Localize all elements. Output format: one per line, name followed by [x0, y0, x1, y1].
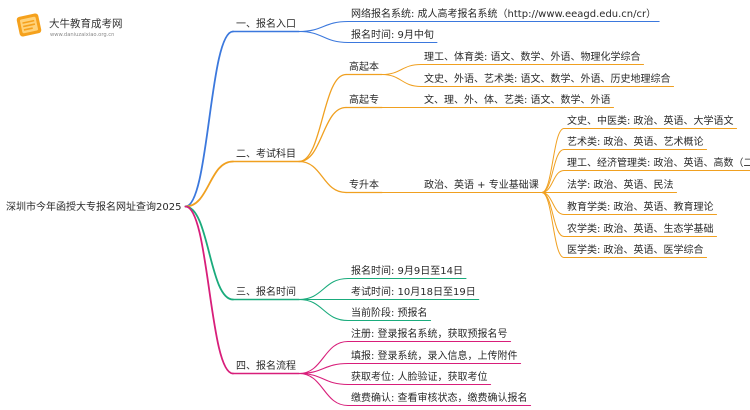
- gaoqizhuan-item-1[interactable]: 文、理、外、体、艺类: 语文、数学、外语: [424, 93, 611, 106]
- branch-1-item-2[interactable]: 报名时间: 9月中旬: [351, 28, 434, 41]
- exam-gaoqiben[interactable]: 高起本: [349, 60, 379, 73]
- logo-url: www.daniuzaixiao.org.cn: [50, 32, 114, 38]
- zsb-item-4[interactable]: 法学: 政治、英语、民法: [567, 178, 674, 191]
- zsb-link-2: [541, 149, 565, 193]
- zsb-item-1[interactable]: 文史、中医类: 政治、英语、大学语文: [567, 114, 734, 127]
- branch-1-link-2: [298, 30, 349, 44]
- branch-4-item-2[interactable]: 填报: 登录系统，录入信息，上传附件: [351, 349, 518, 362]
- branch-4-link-1: [298, 340, 349, 375]
- branch-4-link-4: [298, 372, 349, 407]
- branch-3-item-3[interactable]: 当前阶段: 预报名: [351, 306, 428, 319]
- root-to-branch-3: [184, 205, 234, 301]
- zsb-item-7[interactable]: 医学类: 政治、英语、医学综合: [567, 243, 704, 256]
- branch-3-item-1[interactable]: 报名时间: 9月9日至14日: [351, 264, 463, 277]
- root-to-branch-1: [184, 30, 234, 208]
- gaoqiben-item-1[interactable]: 理工、体育类: 语文、数学、外语、物理化学综合: [424, 50, 641, 63]
- zsb-item-2[interactable]: 艺术类: 政治、英语、艺术概论: [567, 135, 704, 148]
- zhuanshengben-common[interactable]: 政治、英语 + 专业基础课: [424, 178, 539, 191]
- branch-4-item-1[interactable]: 注册: 登录报名系统，获取预报名号: [351, 327, 508, 340]
- exam-zhuanshengben[interactable]: 专升本: [349, 178, 379, 191]
- branch-2-title[interactable]: 二、考试科目: [236, 147, 296, 160]
- zsb-link-6: [541, 192, 565, 237]
- zsb-link-5: [541, 192, 565, 215]
- exam-gaoqizhuan[interactable]: 高起专: [349, 93, 379, 106]
- gaoqiben-item-2[interactable]: 文史、外语、艺术类: 语文、数学、外语、历史地理综合: [424, 72, 671, 85]
- exam-link-2: [298, 106, 347, 163]
- root-to-branch-2: [184, 160, 234, 208]
- exam-link-3: [298, 160, 347, 194]
- connector-lines: [184, 20, 750, 407]
- zsb-item-6[interactable]: 农学类: 政治、英语、生态学基础: [567, 222, 714, 235]
- branch-3-item-2[interactable]: 考试时间: 10月18日至19日: [351, 285, 476, 298]
- branch-4-item-4[interactable]: 缴费确认: 查看审核状态，缴费确认报名: [351, 391, 528, 404]
- logo: 大牛教育成考网 www.daniuzaixiao.org.cn: [16, 13, 123, 38]
- exam-gaoqiben-link-2: [381, 74, 422, 87]
- root-to-branch-4: [184, 205, 234, 375]
- branch-1-link-1: [298, 20, 349, 33]
- branch-1-item-1[interactable]: 网络报名系统: 成人高考报名系统（http://www.eeagd.edu.cn…: [351, 7, 656, 20]
- zsb-link-3: [541, 170, 565, 193]
- branch-1-title[interactable]: 一、报名入口: [236, 17, 296, 30]
- branch-3-link-3: [298, 298, 349, 322]
- branch-3-title[interactable]: 三、报名时间: [236, 285, 296, 298]
- zsb-link-7: [541, 192, 565, 258]
- root-topic[interactable]: 深圳市今年函授大专报名网址查询2025: [6, 200, 181, 213]
- exam-gaoqiben-link-1: [381, 64, 422, 75]
- branch-3-link-1: [298, 277, 349, 301]
- exam-link-1: [298, 73, 347, 163]
- branch-4-title[interactable]: 四、报名流程: [236, 359, 296, 372]
- branch-4-item-3[interactable]: 获取考位: 人脸验证，获取考位: [351, 370, 488, 383]
- logo-book-icon: [16, 13, 42, 37]
- logo-title: 大牛教育成考网: [49, 17, 123, 30]
- zsb-link-1: [541, 128, 565, 193]
- zsb-item-5[interactable]: 教育学类: 政治、英语、教育理论: [567, 200, 714, 213]
- zsb-item-3[interactable]: 理工、经济管理类: 政治、英语、高数（二）: [567, 156, 750, 169]
